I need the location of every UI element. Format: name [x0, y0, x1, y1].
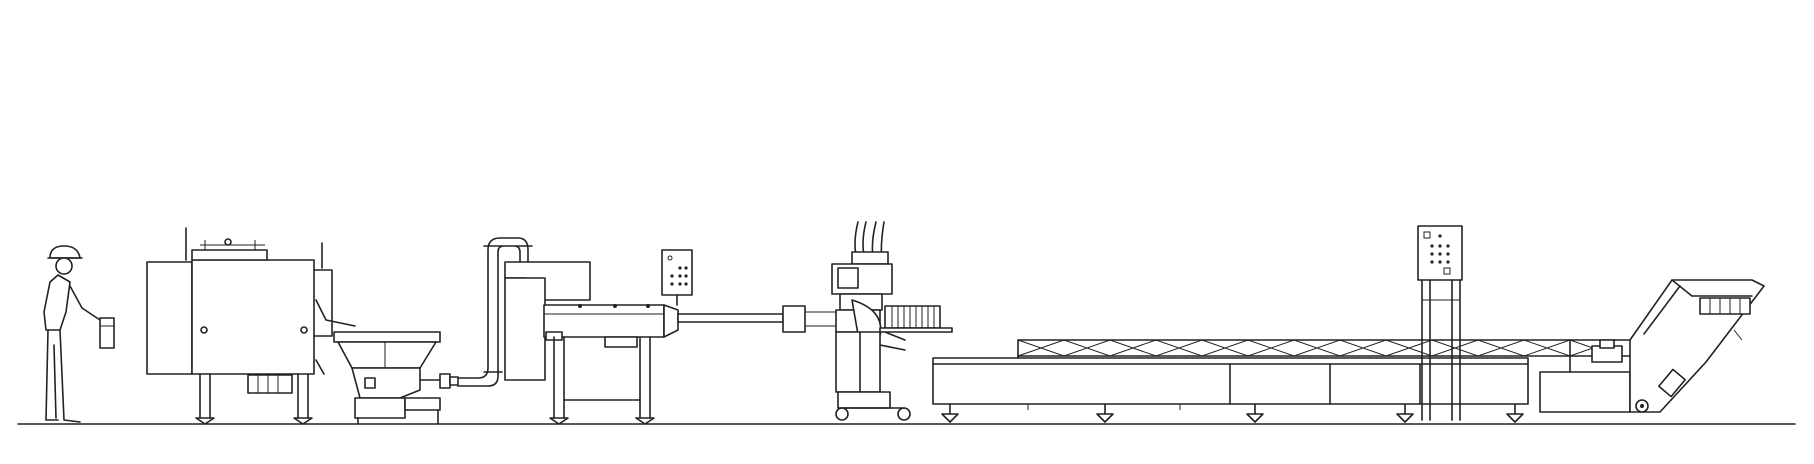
linker-icon — [831, 221, 953, 421]
linker-rollers — [891, 306, 935, 328]
incline-conveyor-icon — [1539, 279, 1765, 413]
transfer-pipe-icon — [457, 237, 533, 387]
vacuum-mixer-icon — [146, 227, 356, 425]
hopper-pump-icon — [333, 331, 459, 425]
control-panel-1-icon — [661, 249, 693, 306]
stuffing-horn-icon — [677, 305, 840, 333]
operator-person-icon — [43, 245, 115, 423]
control-panel-2-icon — [1417, 225, 1463, 421]
cooking-tank-icon — [932, 339, 1641, 423]
filler-icon — [504, 261, 679, 425]
